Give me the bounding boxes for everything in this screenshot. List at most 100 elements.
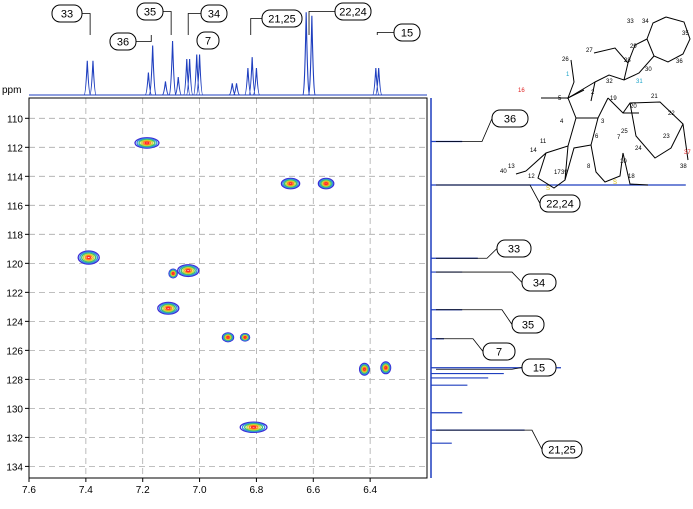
y-tick-label: 124 xyxy=(6,317,23,328)
contour-level xyxy=(221,332,235,343)
contour-level xyxy=(241,422,266,433)
svg-text:3: 3 xyxy=(601,119,605,125)
contour-level xyxy=(160,303,176,313)
callout-box xyxy=(511,315,545,334)
top-callout: 21,25 xyxy=(250,9,303,35)
x-tick-label: 7.4 xyxy=(79,485,93,496)
callout-label: 35 xyxy=(522,320,534,332)
contour-level xyxy=(362,366,367,372)
cross-peak xyxy=(380,361,392,375)
callout-label: 33 xyxy=(508,244,520,256)
contour-level xyxy=(138,138,156,148)
y-tick-label: 120 xyxy=(6,259,23,270)
contour-level xyxy=(79,251,99,264)
svg-text:40: 40 xyxy=(500,169,507,175)
svg-text:21: 21 xyxy=(651,94,658,100)
contour-level xyxy=(169,269,178,278)
contour-level xyxy=(361,365,368,373)
contour-level xyxy=(243,335,247,339)
callout-label: 15 xyxy=(401,28,413,40)
callout-leader xyxy=(436,271,523,283)
contour-level xyxy=(140,139,154,147)
x-tick-label: 6.4 xyxy=(363,485,377,496)
cross-peak xyxy=(157,301,180,315)
contour-level xyxy=(360,364,369,374)
right-callout: 22,24 xyxy=(436,184,581,213)
contour-level xyxy=(185,268,191,273)
contour-level xyxy=(224,334,232,341)
x-tick-label: 7.0 xyxy=(193,485,207,496)
contour-level xyxy=(171,272,175,275)
contour-level xyxy=(168,268,178,279)
top-spectrum-trace xyxy=(83,12,383,96)
contour-level xyxy=(178,265,198,277)
svg-text:38: 38 xyxy=(680,164,687,170)
plot-frame xyxy=(28,97,428,479)
contour-level xyxy=(384,366,388,370)
top-projection-unit-label: ppm xyxy=(2,85,21,96)
contour-level xyxy=(225,335,231,340)
right-callout: 21,25 xyxy=(436,429,583,459)
svg-text:25: 25 xyxy=(621,129,628,135)
y-tick-label: 112 xyxy=(7,143,23,154)
callout-box xyxy=(496,239,532,258)
grid-lines xyxy=(28,98,427,478)
svg-text:34: 34 xyxy=(642,19,649,25)
callout-label: 7 xyxy=(496,347,502,359)
contour-level xyxy=(380,361,392,375)
y-tick-label: 122 xyxy=(6,288,23,299)
contour-level xyxy=(170,270,176,277)
callout-box xyxy=(521,273,557,292)
svg-text:2: 2 xyxy=(591,90,595,96)
callout-leader xyxy=(163,11,172,35)
callout-box xyxy=(539,194,581,213)
y-tick-label: 118 xyxy=(7,230,23,241)
svg-text:36: 36 xyxy=(676,59,683,65)
contour-level xyxy=(324,182,329,186)
contour-level xyxy=(319,178,334,189)
cross-peak xyxy=(280,177,301,190)
svg-text:24: 24 xyxy=(635,146,642,152)
cross-peak xyxy=(317,177,335,190)
svg-text:S: S xyxy=(546,186,550,192)
contour-level xyxy=(250,425,257,429)
y-tick-label: 114 xyxy=(7,172,23,183)
svg-text:18: 18 xyxy=(628,174,635,180)
top-callout: 22,24 xyxy=(308,2,372,35)
contour-level xyxy=(134,137,160,149)
svg-text:5: 5 xyxy=(558,96,562,102)
contour-level xyxy=(288,182,293,186)
svg-text:19: 19 xyxy=(610,96,617,102)
cross-peak xyxy=(239,332,251,342)
contour-level xyxy=(381,363,390,373)
callout-label: 22,24 xyxy=(546,199,574,211)
right-callout: 7 xyxy=(436,338,516,361)
contour-level xyxy=(162,304,175,312)
svg-text:1: 1 xyxy=(566,72,570,78)
svg-text:30: 30 xyxy=(645,67,652,73)
top-projection-spectrum xyxy=(29,12,427,96)
right-callout: 15 xyxy=(436,358,557,377)
contour-level xyxy=(177,264,200,278)
svg-text:11: 11 xyxy=(540,139,547,145)
right-callout: 33 xyxy=(436,239,532,259)
svg-text:10: 10 xyxy=(620,159,627,165)
svg-text:7: 7 xyxy=(617,135,621,141)
y-tick-label: 116 xyxy=(7,201,23,212)
svg-text:28: 28 xyxy=(624,58,631,64)
contour-level xyxy=(77,250,100,265)
svg-text:20: 20 xyxy=(630,104,637,110)
cross-peak xyxy=(168,268,178,279)
contour-level xyxy=(226,335,230,339)
contour-level xyxy=(363,367,366,371)
callout-leader xyxy=(136,35,152,42)
top-callout: 36 xyxy=(109,32,152,51)
callout-leader xyxy=(436,367,523,370)
right-spectrum-trace xyxy=(431,140,686,444)
y-tick-label: 126 xyxy=(6,346,23,357)
svg-text:26: 26 xyxy=(562,57,569,63)
callout-leader xyxy=(436,118,493,142)
